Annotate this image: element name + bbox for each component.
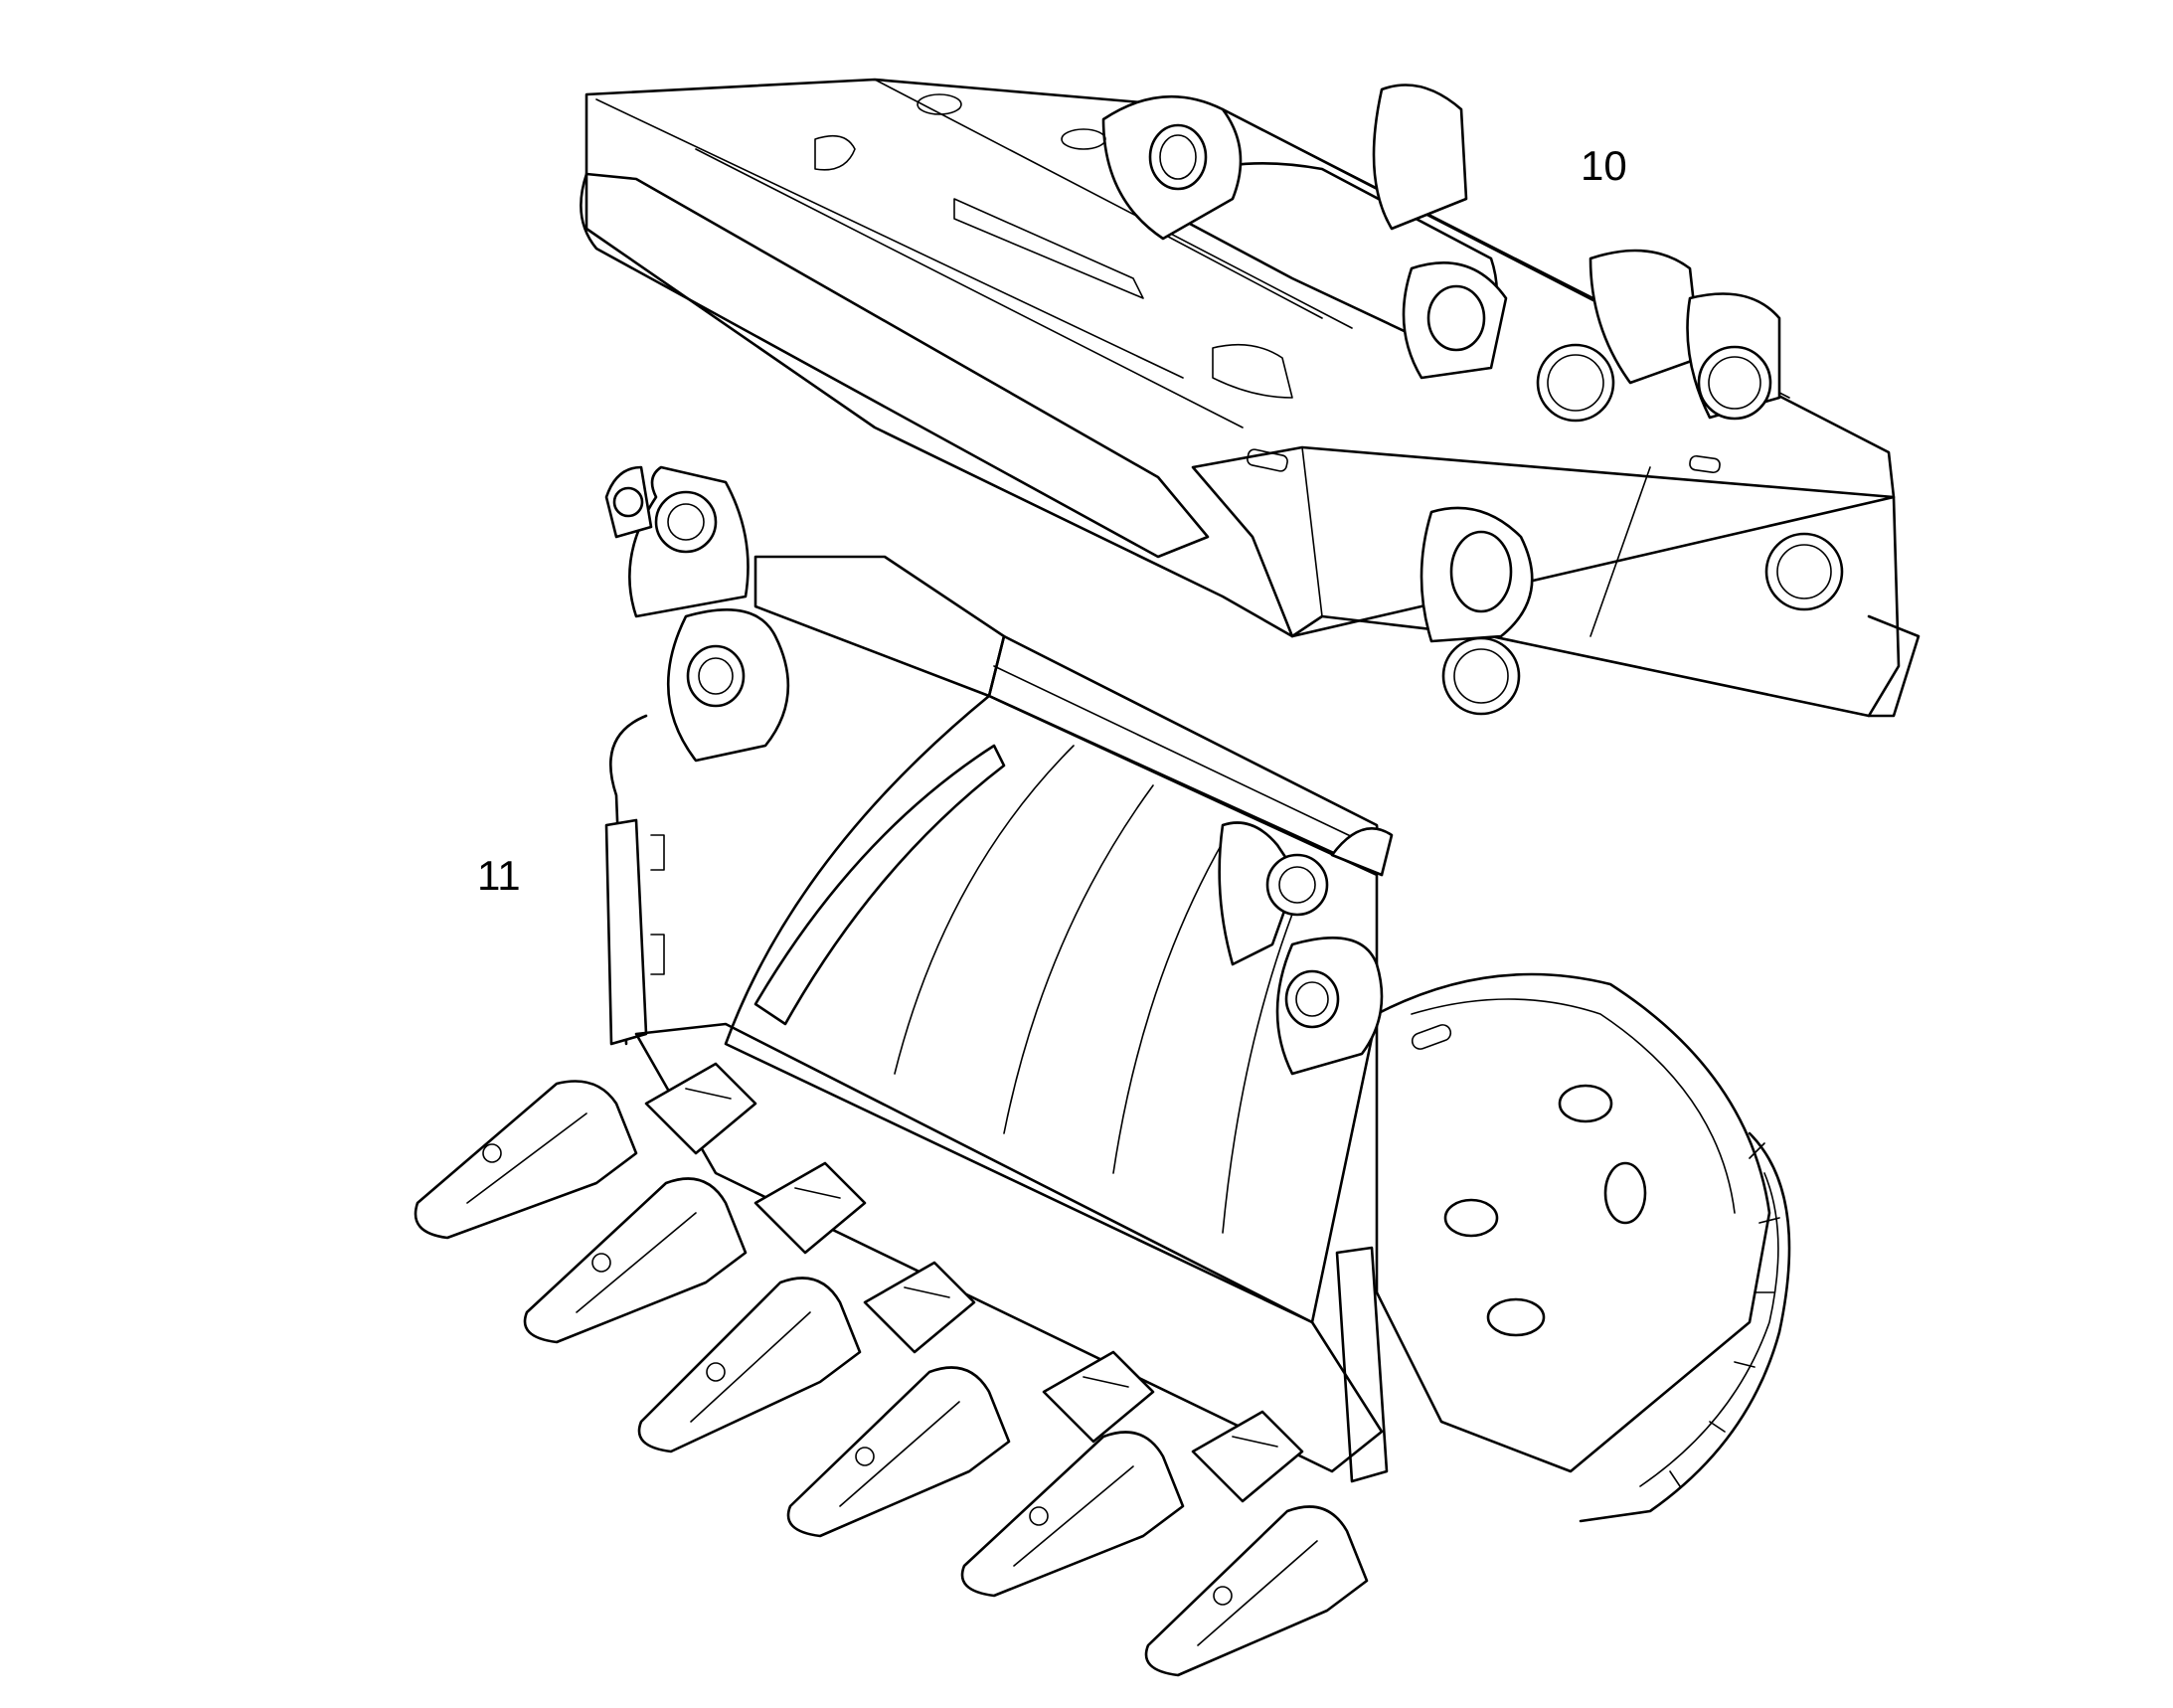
- bucket-part-11: [414, 465, 1791, 1677]
- callout-label-11: 11: [477, 852, 521, 899]
- callout-label-10: 10: [1581, 142, 1627, 189]
- bucket-teeth: [414, 1062, 1369, 1677]
- coupler-frame-part-10: [580, 78, 1921, 718]
